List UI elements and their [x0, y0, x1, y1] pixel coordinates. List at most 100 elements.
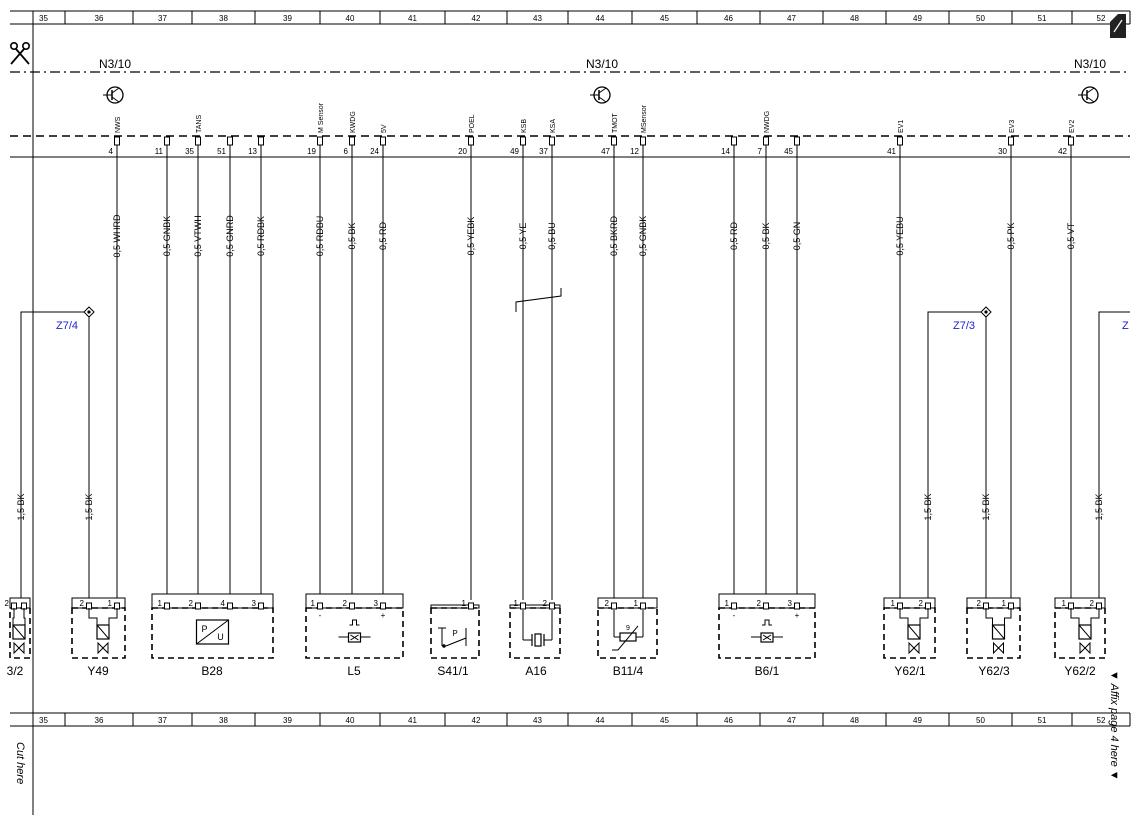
component-pin [640, 602, 646, 610]
wire-label: 0,5 GNBK [638, 216, 648, 257]
switch-symbol: P [452, 629, 457, 638]
component-pin [317, 602, 323, 610]
component-pin [468, 602, 474, 610]
component-pin-number: 1 [634, 599, 639, 608]
wire-label: 0,5 WHRD [112, 214, 122, 258]
component-label: Y62/2 [1064, 664, 1096, 678]
component-connector [71, 597, 126, 609]
wire-label: 0,5 GNBK [162, 216, 172, 257]
pin-signal-name: EV3 [1009, 120, 1016, 133]
component-pin-number: 1 [158, 599, 163, 608]
column-number: 52 [1097, 14, 1106, 23]
solenoid-valve-icon [1070, 608, 1100, 655]
splice-reference-link[interactable]: Z7/4 [56, 320, 78, 332]
pin-signal-name: 5V [381, 124, 388, 133]
affix-page-label: ▼ Affix page 4 here ▼ [1108, 670, 1120, 781]
pin-signal-name: EV1 [898, 120, 905, 133]
component-connector [966, 597, 1021, 609]
transistor-icon [590, 86, 611, 104]
pin-number: 47 [601, 147, 610, 156]
ecu-label: N3/10 [1074, 57, 1106, 71]
component-pin [520, 602, 526, 610]
page-corner-icon [1110, 14, 1126, 38]
column-number: 51 [1038, 716, 1047, 725]
component-pin-number: 1 [108, 599, 113, 608]
component-label: L5 [347, 664, 361, 678]
ground-wire-label: 1,5 BK [84, 493, 94, 520]
component-pin [227, 602, 233, 610]
pin-signal-name: NWDG [764, 111, 771, 133]
splice-reference-link[interactable]: Z [1122, 320, 1129, 332]
wire-label: 0,5 GN [792, 222, 802, 251]
component-pin [380, 602, 386, 610]
wire-label: 0,5 YEBU [895, 216, 905, 255]
pin-number: 30 [998, 147, 1007, 156]
column-number: 43 [533, 14, 542, 23]
component-label: Y62/3 [978, 664, 1010, 678]
speed-sensor-icon: -+ [733, 611, 800, 643]
component-pin-number: 1 [725, 599, 730, 608]
pin-number: 4 [109, 147, 114, 156]
column-number: 46 [724, 716, 733, 725]
column-number: 43 [533, 716, 542, 725]
component-housing [430, 607, 480, 659]
column-number: 39 [283, 716, 292, 725]
component-pin-number: 2 [1090, 599, 1095, 608]
component-pin [349, 602, 355, 610]
component-pin-number: 3 [374, 599, 379, 608]
component-pin-number: 1 [1002, 599, 1007, 608]
column-number: 48 [850, 716, 859, 725]
pin-number: 6 [344, 147, 349, 156]
sensor-symbol: U [217, 632, 224, 642]
polarity-sign: + [381, 611, 386, 620]
column-number: 50 [976, 716, 985, 725]
component-housing [883, 607, 936, 659]
wire-label: 0,5 RDBK [256, 216, 266, 256]
ecu-pin: TMOT 47 [601, 112, 619, 156]
component-label: B11/4 [613, 664, 644, 678]
component-pin-number: 1 [462, 599, 467, 608]
component-housing [966, 607, 1021, 659]
ecu-pin: 5V 24 [370, 124, 388, 156]
solenoid-valve-icon [12, 608, 26, 655]
wire-label: 0,5 RD [378, 221, 388, 250]
component-housing [151, 607, 274, 659]
splice-reference-link[interactable]: Z7/3 [953, 320, 975, 332]
component-pin [164, 602, 170, 610]
wire-label: 0,5 VT [1066, 222, 1076, 249]
pin-signal-name: M Sensor [318, 102, 325, 133]
component-connector [597, 597, 658, 609]
component-pin-number: 1 [311, 599, 316, 608]
pin-signal-name: TMOT [612, 112, 619, 133]
component-housing [1054, 607, 1106, 659]
column-number: 52 [1097, 716, 1106, 725]
transistor-icon [1078, 86, 1099, 104]
wire-label: 0,5 VTWH [193, 215, 203, 257]
temperature-sensor-icon: 9 [612, 610, 644, 651]
polarity-sign: + [795, 611, 800, 620]
solenoid-valve-icon [985, 608, 1012, 655]
column-number: 50 [976, 14, 985, 23]
wire-label: 0,5 GNRD [225, 215, 235, 257]
component-housing [597, 607, 658, 659]
component-label: B6/1 [755, 664, 780, 678]
component-3-2: 23/2 [5, 597, 31, 678]
pin-number: 24 [370, 147, 379, 156]
wire-label: 0,5 BU [547, 222, 557, 250]
solenoid-valve-icon [88, 608, 118, 655]
component-label: S41/1 [437, 664, 469, 678]
component-housing [71, 607, 126, 659]
column-number: 40 [346, 14, 355, 23]
